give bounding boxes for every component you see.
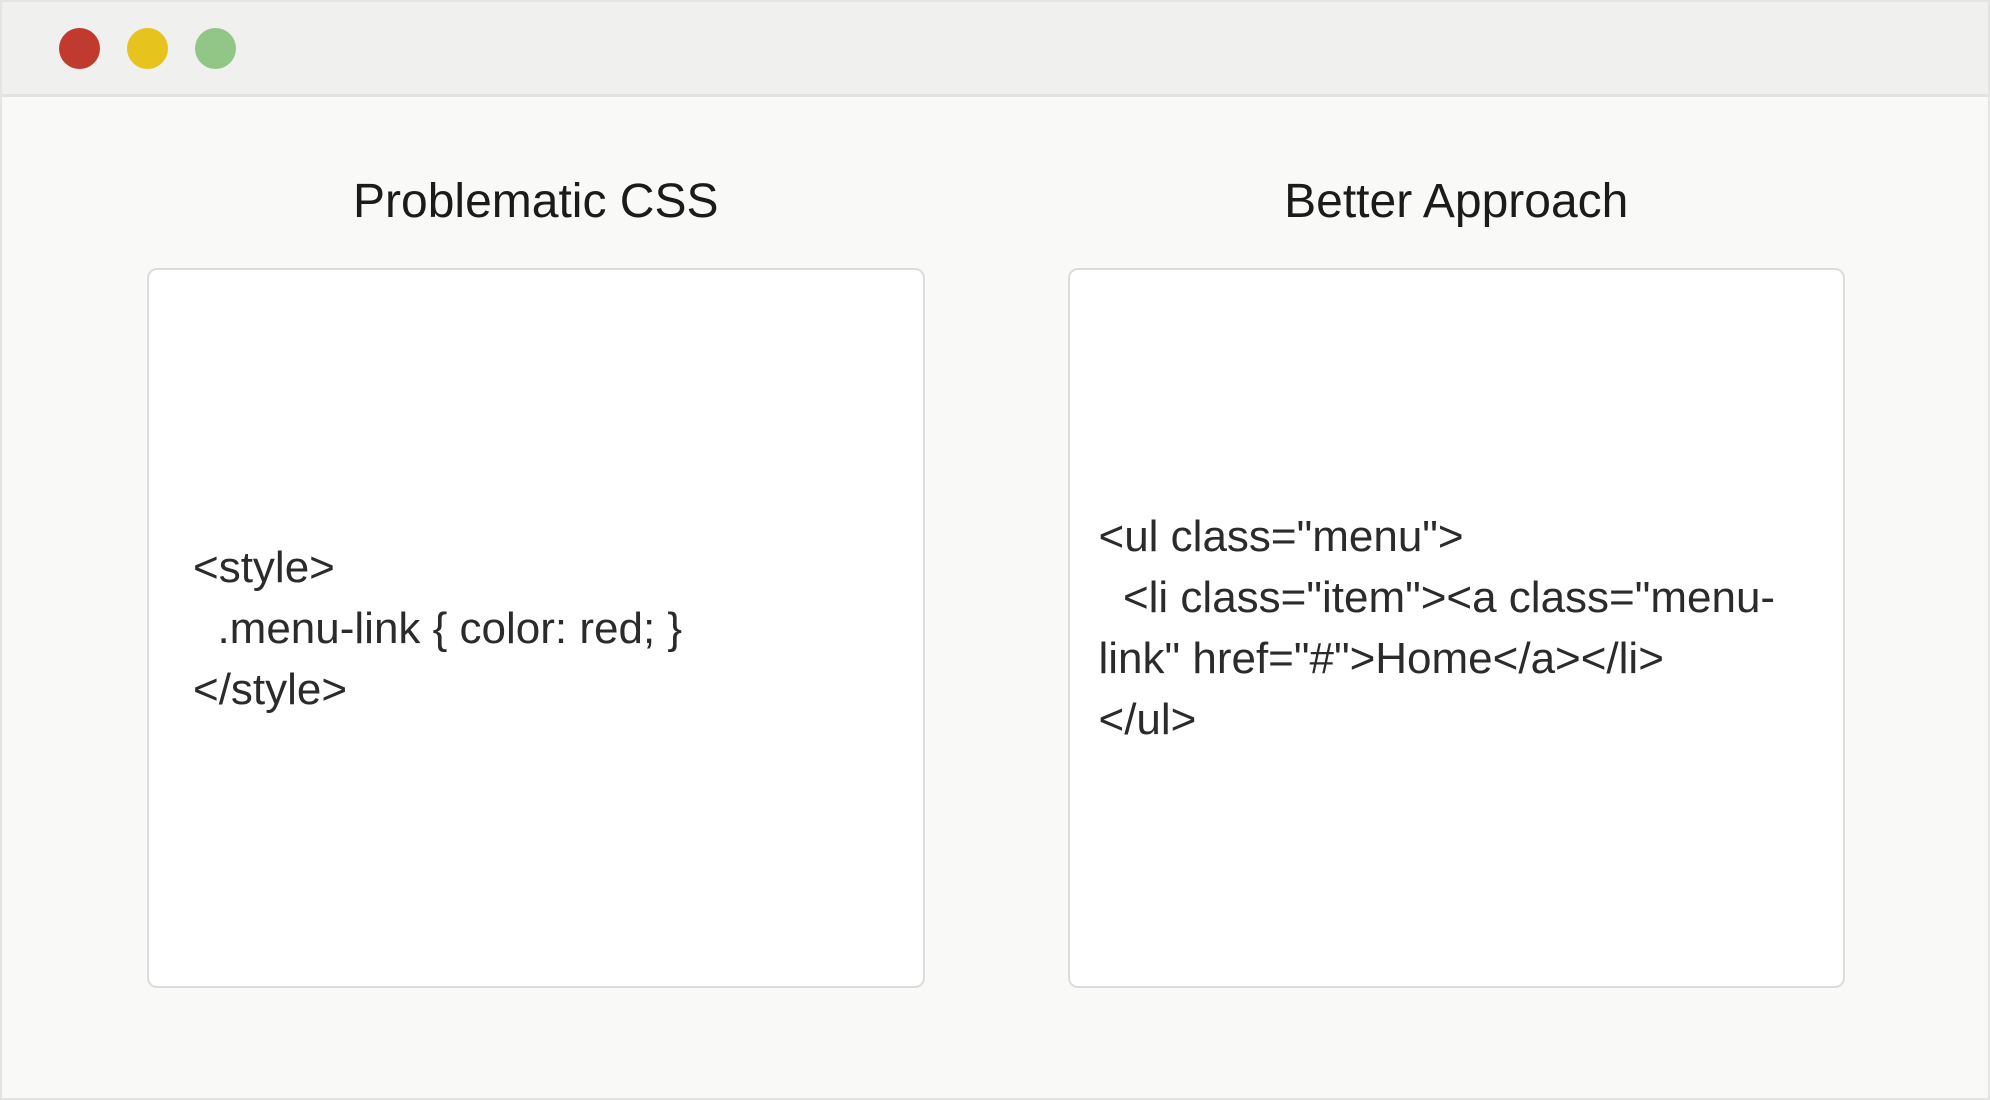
panel-problematic-css: Problematic CSS <style> .menu-link { col…	[147, 97, 925, 988]
code-line: </ul>	[1098, 695, 1197, 744]
code-card-problematic: <style> .menu-link { color: red; } </sty…	[147, 268, 925, 988]
code-line: </style>	[193, 664, 348, 714]
minimize-window-button[interactable]	[127, 27, 168, 69]
comparison-content: Problematic CSS <style> .menu-link { col…	[2, 97, 1988, 988]
code-line: link" href="#">Home</a></li>	[1098, 634, 1664, 683]
code-line: <ul class="menu">	[1098, 512, 1464, 561]
panel-title-better: Better Approach	[1284, 175, 1629, 228]
window-titlebar	[2, 2, 1988, 97]
code-line: <li class="item"><a class="menu-	[1098, 573, 1776, 622]
panel-better-approach: Better Approach <ul class="menu"> <li cl…	[1067, 97, 1845, 988]
panel-title-problematic: Problematic CSS	[353, 175, 719, 228]
close-window-button[interactable]	[59, 27, 100, 69]
code-line: .menu-link { color: red; }	[193, 603, 683, 653]
zoom-window-button[interactable]	[195, 27, 236, 69]
code-line: <style>	[193, 542, 335, 592]
code-card-better: <ul class="menu"> <li class="item"><a cl…	[1067, 268, 1845, 988]
